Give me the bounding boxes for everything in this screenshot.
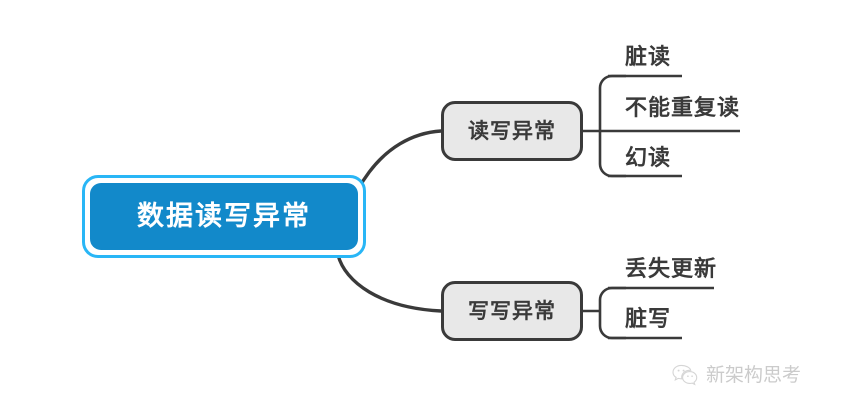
leaf-dirty-write[interactable]: 脏写 — [625, 306, 672, 331]
root-node[interactable]: 数据读写异常 — [82, 175, 366, 258]
root-node-label: 数据读写异常 — [137, 201, 311, 231]
leaf-dirty-read[interactable]: 脏读 — [625, 44, 672, 69]
branch-node-read-write[interactable]: 读写异常 — [441, 101, 583, 161]
branch-node-read-write-label: 读写异常 — [468, 119, 556, 143]
branch-node-write-write[interactable]: 写写异常 — [441, 281, 583, 341]
leaf-lost-update[interactable]: 丢失更新 — [625, 256, 718, 281]
wechat-icon — [672, 364, 698, 386]
leaf-phantom-read[interactable]: 幻读 — [625, 145, 672, 170]
connector-read-write-bracket — [598, 74, 626, 178]
connector-write-write-bracket — [598, 286, 626, 340]
watermark: 新架构思考 — [672, 364, 801, 386]
leaf-nonrepeatable-read[interactable]: 不能重复读 — [625, 95, 741, 120]
watermark-text: 新架构思考 — [706, 364, 802, 386]
branch-node-write-write-label: 写写异常 — [468, 299, 556, 323]
root-node-fill: 数据读写异常 — [90, 183, 358, 250]
connector-root-to-write-write — [336, 253, 443, 313]
